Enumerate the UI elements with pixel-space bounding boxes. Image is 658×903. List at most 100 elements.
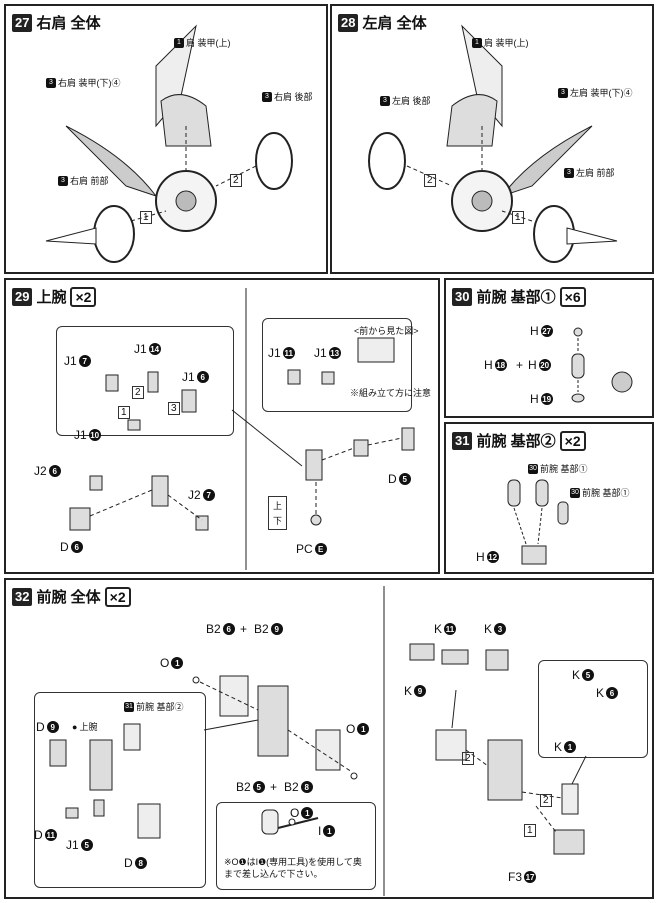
step-30-header: 30 前腕 基部① ×6 (452, 286, 586, 307)
step-number: 27 (12, 13, 33, 32)
step-28-header: 28 左肩 全体 (338, 12, 427, 33)
label-plus: + (516, 358, 524, 372)
substep-2: 2 (424, 174, 436, 187)
step-number: 32 (12, 587, 33, 606)
step-title: 前腕 基部① (476, 289, 556, 306)
right-shoulder-diagram (45, 24, 293, 263)
step-number: 28 (338, 13, 359, 32)
step-title: 前腕 基部② (476, 433, 556, 450)
forearm-base-1-diagram (571, 327, 633, 403)
substep-2b: 2 (540, 794, 552, 807)
step-32-header: 32 前腕 全体 ×2 (12, 586, 131, 607)
label-orientation: 上下 (268, 496, 288, 530)
tool-note-box (216, 802, 376, 890)
step-title: 上腕 (36, 289, 67, 306)
step-29-header: 29 上腕 ×2 (12, 286, 97, 307)
label-upper-arm: ●上腕 (72, 721, 98, 733)
left-shoulder-diagram (368, 24, 618, 263)
label-plus-2: + (270, 780, 278, 794)
quantity-badge: ×6 (559, 286, 586, 307)
substep-3: 3 (168, 402, 180, 415)
substep-1: 1 (524, 824, 536, 837)
step-number: 30 (452, 287, 473, 306)
step-title: 右肩 全体 (36, 15, 101, 32)
step-number: 31 (452, 431, 473, 450)
step-number: 29 (12, 287, 33, 306)
substep-2: 2 (230, 174, 242, 187)
substep-1: 1 (512, 211, 524, 224)
step-27-header: 27 右肩 全体 (12, 12, 101, 33)
label-plus-1: + (240, 622, 248, 636)
step-31-header: 31 前腕 基部② ×2 (452, 430, 586, 451)
quantity-badge: ×2 (70, 286, 97, 307)
step-title: 前腕 全体 (36, 589, 101, 606)
forearm-base-2-diagram (507, 479, 569, 565)
substep-1: 1 (140, 211, 152, 224)
subassembly-box-left (34, 692, 206, 888)
substep-2: 2 (462, 752, 474, 765)
quantity-badge: ×2 (104, 586, 131, 607)
label-caution: ※組み立て方に注意 (350, 388, 432, 398)
subassembly-box-left (56, 326, 234, 436)
quantity-badge: ×2 (559, 430, 586, 451)
tool-note: ※O❶はI❶(専用工具)を使用して奥まで差し込んで下さい。 (224, 857, 362, 879)
step-title: 左肩 全体 (362, 15, 427, 32)
label-front-view: <前から見た図> (354, 326, 419, 336)
substep-1: 1 (118, 406, 130, 419)
forearm-assembly-diagram (49, 586, 587, 896)
subassembly-box-right (262, 318, 412, 412)
substep-2: 2 (132, 386, 144, 399)
upper-arm-diagram (69, 288, 415, 570)
